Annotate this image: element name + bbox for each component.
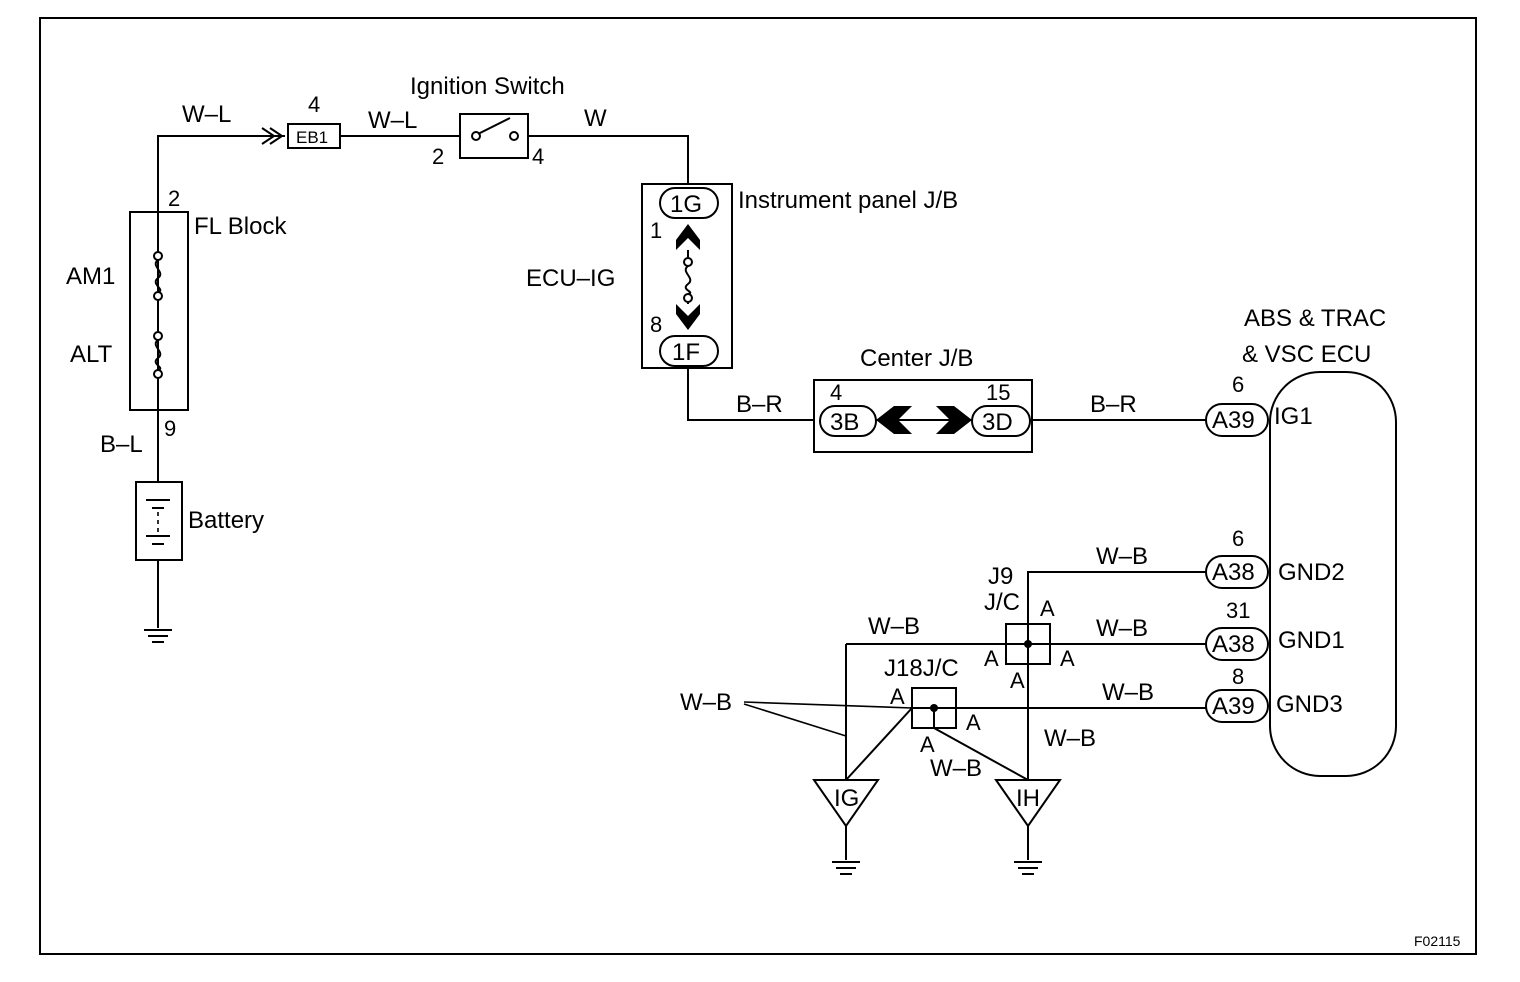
pin-3d: 15 bbox=[986, 380, 1010, 405]
terminal-ig1: IG1 bbox=[1274, 403, 1313, 430]
wire-w-ign bbox=[528, 135, 689, 188]
connector-a39-ig1-label: A39 bbox=[1212, 407, 1255, 434]
ground-point-ih bbox=[994, 779, 1062, 828]
pin-fl-top: 2 bbox=[168, 186, 180, 211]
connector-a38-gnd1-label: A38 bbox=[1212, 631, 1255, 658]
connector-a39-gnd3-label: A39 bbox=[1212, 693, 1255, 720]
wire-label-wl-left: W–L bbox=[182, 101, 231, 128]
connector-3b-label: 3B bbox=[830, 409, 859, 436]
fuse-alt-bottom bbox=[153, 369, 163, 379]
j18-label: J18J/C bbox=[884, 655, 959, 682]
ground-icon bbox=[144, 629, 172, 643]
j9-label: J9 bbox=[988, 563, 1013, 590]
connector-1g bbox=[659, 187, 719, 219]
j18-pin-right: A bbox=[966, 710, 981, 735]
connector-a39-gnd3 bbox=[1205, 689, 1269, 723]
pin-gnd2: 6 bbox=[1232, 526, 1244, 551]
pin-ign-out: 4 bbox=[532, 144, 544, 169]
ignition-switch-label: Ignition Switch bbox=[410, 73, 565, 100]
ecu-label-line2: & VSC ECU bbox=[1242, 341, 1371, 368]
terminal-gnd1: GND1 bbox=[1278, 627, 1345, 654]
wire-j18-to-ig bbox=[845, 707, 913, 781]
leader-line-wb-2 bbox=[743, 703, 847, 737]
figure-code: F02115 bbox=[1414, 933, 1461, 949]
switch-lever bbox=[477, 117, 511, 135]
connector-1g-label: 1G bbox=[670, 191, 702, 218]
terminal-chevron-right bbox=[936, 406, 972, 434]
pin-gnd1: 31 bbox=[1226, 598, 1250, 623]
ground-icon bbox=[1014, 861, 1042, 875]
fuse-alt-label: ALT bbox=[70, 341, 113, 368]
battery bbox=[135, 481, 183, 561]
j9-jc-label: J/C bbox=[984, 589, 1020, 616]
wire-label-wb-ih2: W–B bbox=[930, 755, 982, 782]
instrument-panel-jb-label: Instrument panel J/B bbox=[738, 187, 958, 214]
terminal-chevron-down bbox=[676, 304, 700, 330]
pin-gnd3: 8 bbox=[1232, 664, 1244, 689]
connector-1f-label: 1F bbox=[672, 339, 700, 366]
wire-label-wl-right: W–L bbox=[368, 107, 417, 134]
wire-label-wb-lead: W–B bbox=[680, 689, 732, 716]
terminal-gnd2: GND2 bbox=[1278, 559, 1345, 586]
terminal-gnd3: GND3 bbox=[1276, 691, 1343, 718]
terminal-chevron-up bbox=[676, 224, 700, 250]
diagram-frame bbox=[39, 17, 1477, 955]
connector-arrow bbox=[261, 127, 284, 145]
fuse-am1-label: AM1 bbox=[66, 263, 115, 290]
pin-ign-in: 2 bbox=[432, 144, 444, 169]
j9-pin-right: A bbox=[1060, 646, 1075, 671]
fl-block-label: FL Block bbox=[194, 213, 287, 240]
j18-pin-left: A bbox=[890, 684, 905, 709]
fuse-am1-icon bbox=[154, 259, 162, 293]
pin-ig1: 6 bbox=[1232, 372, 1244, 397]
fuse-alt-icon bbox=[154, 339, 162, 371]
wire-label-br-right: B–R bbox=[1090, 391, 1137, 418]
pin-ig-8: 8 bbox=[650, 312, 662, 337]
wire-j18-to-ih bbox=[933, 727, 1029, 781]
j18-pin-bottom: A bbox=[920, 732, 935, 757]
center-jb-label: Center J/B bbox=[860, 345, 973, 372]
switch-contact-right bbox=[509, 131, 519, 141]
ecu-label-line1: ABS & TRAC bbox=[1244, 305, 1386, 332]
j9-pin-top: A bbox=[1040, 596, 1055, 621]
fuse-am1-top bbox=[153, 251, 163, 261]
wire-label-bl: B–L bbox=[100, 431, 143, 458]
connector-3d-label: 3D bbox=[982, 409, 1013, 436]
wire-wl-left bbox=[157, 135, 285, 212]
battery-label: Battery bbox=[188, 507, 264, 534]
j9-pin-bottom: A bbox=[1010, 668, 1025, 693]
terminal-chevron-left bbox=[876, 406, 912, 434]
fuse-am1-bottom bbox=[153, 291, 163, 301]
wire-label-br-left: B–R bbox=[736, 391, 783, 418]
fuse-ecu-ig-label: ECU–IG bbox=[526, 265, 615, 292]
leader-line-wb bbox=[743, 701, 913, 709]
wire-label-wb-gnd1: W–B bbox=[1096, 615, 1148, 642]
wire-wb-gnd2 bbox=[1027, 571, 1206, 624]
connector-a39-ig1 bbox=[1205, 403, 1269, 437]
wire-label-wb-left: W–B bbox=[868, 613, 920, 640]
ground-point-ig-label: IG bbox=[834, 785, 859, 812]
ground-icon bbox=[832, 861, 860, 875]
pin-3b: 4 bbox=[830, 380, 842, 405]
ground-point-ih-label: IH bbox=[1016, 785, 1040, 812]
wire-label-w-ign: W bbox=[584, 105, 607, 132]
wire-label-wb-gnd3: W–B bbox=[1102, 679, 1154, 706]
abs-trac-vsc-ecu bbox=[1269, 371, 1397, 777]
ground-point-ig bbox=[812, 779, 880, 828]
fuse-ecu-ig-top bbox=[683, 257, 693, 267]
connector-a38-gnd2-label: A38 bbox=[1212, 559, 1255, 586]
fuse-ecu-ig-icon bbox=[684, 265, 692, 295]
wire-label-wb-ih1: W–B bbox=[1044, 725, 1096, 752]
j9-pin-left: A bbox=[984, 646, 999, 671]
pin-ig-1: 1 bbox=[650, 218, 662, 243]
connector-eb1-label: EB1 bbox=[296, 128, 328, 147]
connector-eb1 bbox=[287, 123, 341, 149]
fuse-ecu-ig-bottom bbox=[683, 293, 693, 303]
wire-label-wb-gnd2: W–B bbox=[1096, 543, 1148, 570]
pin-fl-bottom: 9 bbox=[164, 416, 176, 441]
wire-br-left bbox=[687, 366, 820, 421]
pin-eb1: 4 bbox=[308, 92, 320, 117]
fuse-alt-top bbox=[153, 331, 163, 341]
